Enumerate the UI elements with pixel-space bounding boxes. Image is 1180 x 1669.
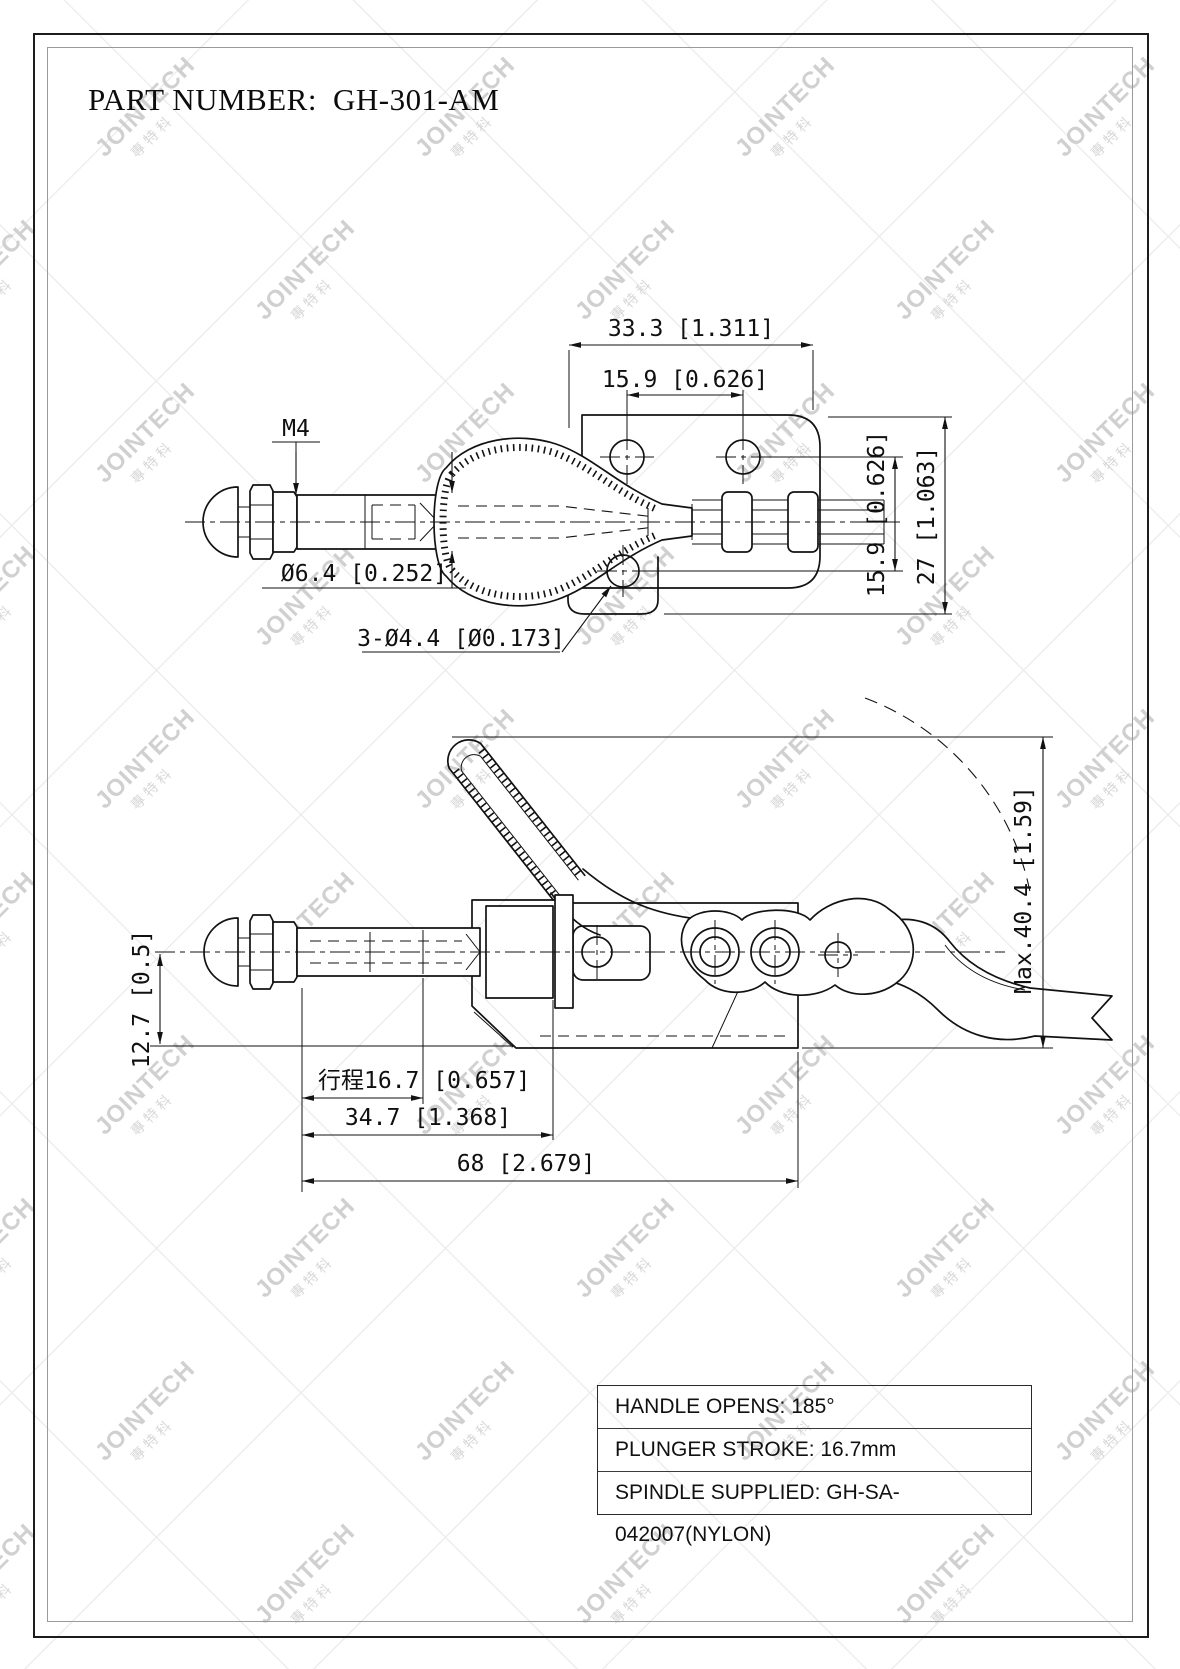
base-body <box>471 899 799 1049</box>
spec-row-plunger-stroke: PLUNGER STROKE: 16.7mm <box>598 1428 1031 1471</box>
clamp-beak <box>881 918 1113 1041</box>
spec-row-spindle-supplied: SPINDLE SUPPLIED: GH-SA-042007(NYLON) <box>598 1471 1031 1546</box>
part-number-value: GH-301-AM <box>332 82 500 117</box>
dim-thread: M4 <box>282 416 310 442</box>
top-view-dimensions: 33.3 [1.311] 15.9 [0.626] M4 Ø6.4 [0.252… <box>262 316 952 653</box>
dim-max-height: Max.40.4 [1.59] <box>1011 786 1037 994</box>
spindle-head-side <box>203 917 239 987</box>
dim-plunger-stroke: 行程16.7 [0.657] <box>318 1068 530 1094</box>
handle-swing-arc <box>864 697 1031 893</box>
dim-center-height: 12.7 [0.5] <box>129 930 155 1068</box>
dim-spindle-dia: Ø6.4 [0.252] <box>281 561 447 587</box>
dim-body-width-right: 27 [1.063] <box>914 447 940 585</box>
sheet-border-outer <box>33 33 1149 1638</box>
page-title: PART NUMBER: GH-301-AM <box>88 82 499 118</box>
dim-overall-length: 68 [2.679] <box>457 1151 595 1177</box>
spec-row-handle-opens: HANDLE OPENS: 185° <box>615 1395 835 1418</box>
dim-hole-spacing-right: 15.9 [0.626] <box>864 431 890 597</box>
side-view-dimensions: 12.7 [0.5] 行程16.7 [0.657] 34.7 [1.368] 6… <box>129 736 1053 1192</box>
top-view <box>185 414 900 615</box>
dim-hole-spacing-top: 15.9 [0.626] <box>602 367 768 393</box>
part-number-label: PART NUMBER: <box>88 82 317 117</box>
handle-grip <box>446 739 586 901</box>
body-plate-top <box>581 414 821 589</box>
side-view <box>155 697 1113 1049</box>
dim-mount-holes: 3-Ø4.4 [Ø0.173] <box>357 626 565 652</box>
dim-mid-length: 34.7 [1.368] <box>345 1105 511 1131</box>
spec-table: HANDLE OPENS: 185° PLUNGER STROKE: 16.7m… <box>597 1385 1032 1546</box>
mount-tab-top <box>567 556 659 615</box>
sheet-border-inner <box>47 47 1133 1622</box>
dim-width-top: 33.3 [1.311] <box>608 316 774 342</box>
